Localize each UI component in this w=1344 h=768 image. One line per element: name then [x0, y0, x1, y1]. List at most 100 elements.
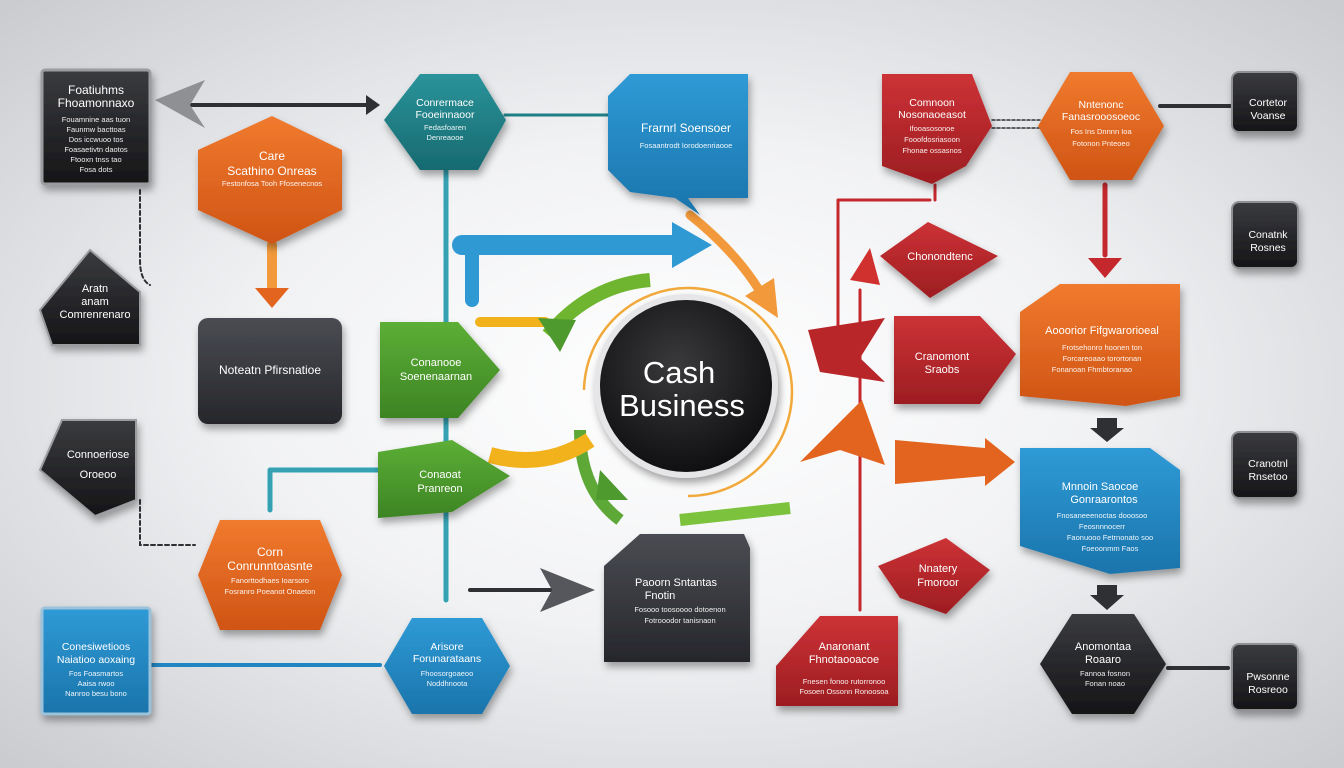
node-title-line: Conatnk: [1248, 229, 1288, 241]
node-title-line: Mnnoin Saocoe: [1062, 481, 1138, 493]
node-top-blue[interactable]: Frarnrl Soensoer Fosaantrodt Iorodoenria…: [608, 74, 748, 215]
node-title-line: Fhnotaooacoe: [809, 654, 879, 666]
node-title-line: Voanse: [1250, 110, 1285, 122]
node-title-line: Comnoon: [909, 97, 955, 109]
node-title-line: Conanooe: [411, 357, 462, 369]
node-title-line: Arisore: [430, 641, 463, 653]
node-sub-line: Fnosaneeenoctas dooosoo: [1057, 511, 1148, 520]
node-sub-line: Fos Foasmartos: [69, 669, 123, 678]
node-sub-line: Dos iccwuoo tos: [69, 135, 124, 144]
node-title-line: Fooeinnaoor: [416, 109, 475, 121]
arrowhead-top-left: [366, 95, 380, 115]
node-sub-line: Fosoen Ossonn Ronoosoa: [799, 687, 889, 696]
node-title-line: Cranomont: [915, 351, 969, 363]
node-title-line: Care: [259, 149, 285, 163]
center-hub[interactable]: Cash Business: [594, 294, 778, 478]
node-sub-line: Frotsehonro hoonen ton: [1062, 343, 1142, 352]
node-title-line: Corn: [257, 545, 283, 559]
node-title-line: Conrermace: [416, 97, 474, 109]
green-arrow-bottom-right: [679, 502, 791, 526]
node-sub-line: Feosnnnocerr: [1079, 522, 1126, 531]
node-sub-line: Fnesen fonoo rutorronoo: [803, 677, 886, 686]
node-title-line: Rosreoo: [1248, 684, 1288, 696]
center-title-line2: Business: [619, 388, 745, 423]
center-cycle-arrows: [487, 273, 885, 526]
node-title-line: Gonraarontos: [1070, 494, 1138, 506]
node-title-line: Connoeriose: [67, 449, 129, 461]
node-sub-line: Fooofdosriasoon: [904, 135, 960, 144]
cycle-ring: [582, 286, 794, 498]
node-sub-line: Ftooxn tnss tao: [70, 155, 121, 164]
arrow-tail-top-left: [155, 80, 205, 128]
connector-red-right-top: [836, 198, 932, 332]
node-title-line: Aratn: [82, 283, 108, 295]
node-title-line: Scathino Onreas: [227, 164, 316, 178]
connector-dashed-left-2: [139, 499, 196, 546]
connector-orange-top: [685, 210, 770, 305]
arrowhead-orange-hex-down: [1088, 258, 1122, 278]
node-title-line: Comrenrenaro: [60, 309, 131, 321]
node-title-line: anam: [81, 296, 109, 308]
node-sub-line: Ifooasosonoe: [909, 124, 954, 133]
node-sub-line: Foasaetivtn daotos: [64, 145, 128, 154]
center-circle[interactable]: [600, 300, 772, 472]
node-title-line: Nntenonc: [1079, 99, 1124, 111]
node-sub-line: Fhoosorgoaeoo: [421, 669, 474, 678]
node-title-line: Paoorn Sntantas: [635, 577, 717, 589]
node-sub-line: Fouamnine aas tuon: [62, 115, 130, 124]
node-left-dark-rect[interactable]: Noteatn Pfirsnatioe: [198, 318, 342, 424]
node-title-line: Pwsonne: [1246, 671, 1289, 683]
node-red-diamond-top[interactable]: Chonondtenc: [880, 222, 998, 298]
node-title-line: Fnotin: [645, 590, 676, 602]
node-right-orange[interactable]: Aooorior Fifgwarorioeal Frotsehonro hoon…: [1020, 284, 1180, 406]
node-sub-line: Fotrooodor tanisnaon: [644, 616, 715, 625]
node-sub-line: Faunmw bacttoas: [66, 125, 125, 134]
node-sub-line: Fosranro Poeanot Onaeton: [225, 587, 316, 596]
node-title-line: Cranotnl: [1248, 458, 1288, 470]
node-sub-line: Noddhnoota: [427, 679, 469, 688]
node-title-line: Cortetor: [1249, 97, 1287, 109]
node-title-line: Frarnrl Soensoer: [641, 121, 731, 135]
node-sub-line: Fosa dots: [80, 165, 113, 174]
connector-teal-to-green: [267, 467, 381, 513]
